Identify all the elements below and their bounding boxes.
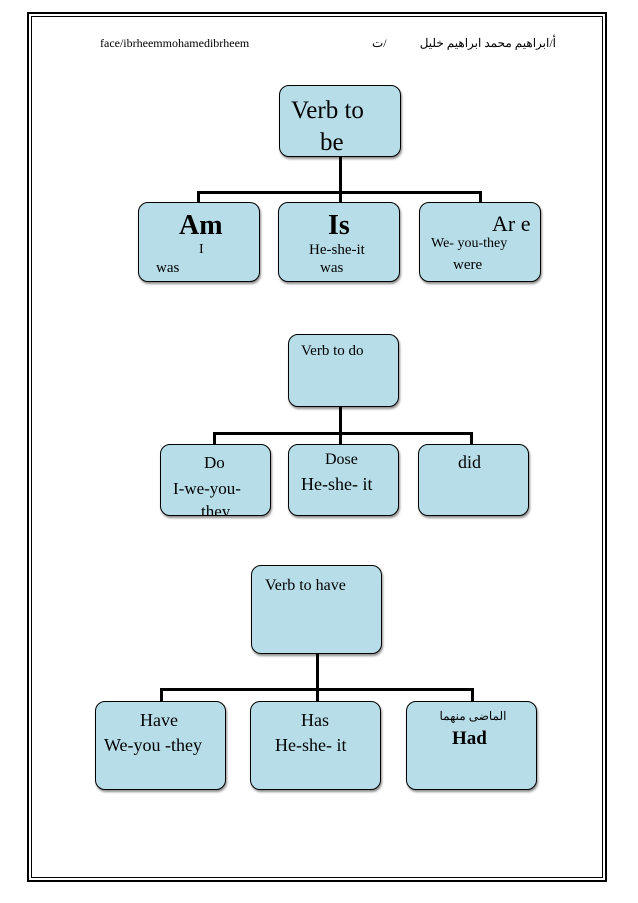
node-pronoun: We- you-they (431, 236, 508, 251)
node-title: Has (301, 710, 329, 730)
node-line: He-she- it (275, 735, 347, 755)
node-past: was (320, 260, 344, 276)
connector-drop (197, 191, 200, 205)
page-border-outer (27, 12, 607, 882)
node-title: Dose (325, 451, 358, 468)
node-are: Ar e We- you-they were (419, 202, 541, 282)
node-text: Verb to (291, 97, 364, 124)
node-title: Do (204, 453, 225, 472)
header-teacher-abbrev: ت/ (372, 36, 387, 50)
node-past: was (156, 260, 180, 276)
node-note: الماضى منهما (439, 709, 507, 723)
connector-drop (471, 688, 474, 703)
node-verb-to-do: Verb to do (288, 334, 399, 407)
node-pronoun: He-she-it (309, 242, 365, 258)
connector-bar (213, 432, 473, 435)
node-line: He-she- it (301, 474, 373, 494)
node-line: We-you -they (104, 735, 203, 755)
connector-drop (339, 432, 342, 446)
node-text: Verb to do (301, 343, 364, 359)
connector-drop (316, 688, 319, 703)
header-facebook: face/ibrheemmohamedibrheem (100, 36, 250, 50)
connector-stem (339, 155, 342, 193)
node-did: did (418, 444, 529, 516)
node-title: did (458, 452, 482, 472)
connector-drop (479, 191, 482, 205)
node-have: Have We-you -they (95, 701, 226, 790)
node-title: Am (179, 210, 223, 241)
node-am: Am I was (138, 202, 260, 282)
connector-stem (339, 405, 342, 434)
node-text: Verb to have (265, 577, 346, 594)
node-pronoun: I (199, 242, 204, 257)
connector-drop (470, 432, 473, 446)
node-line: they (201, 502, 231, 516)
node-title: Had (452, 728, 487, 749)
node-is: Is He-she-it was (278, 202, 400, 282)
node-text: be (320, 129, 344, 156)
node-verb-to-have: Verb to have (251, 565, 382, 654)
node-dose: Dose He-she- it (288, 444, 399, 516)
connector-stem (316, 652, 319, 690)
page-border-inner (31, 16, 603, 878)
node-verb-to-be: Verb to be (279, 85, 401, 157)
node-title: Is (328, 210, 350, 241)
node-title: Have (140, 710, 178, 730)
node-title: Ar e (492, 211, 531, 236)
node-had: الماضى منهما Had (406, 701, 537, 790)
connector-drop (160, 688, 163, 703)
connector-drop (339, 191, 342, 205)
node-has: Has He-she- it (250, 701, 381, 790)
node-past: were (453, 257, 483, 273)
connector-drop (213, 432, 216, 446)
header-teacher-name: أ/ابراهيم محمد ابراهيم خليل (419, 36, 556, 50)
node-do: Do I-we-you- they (160, 444, 271, 516)
node-line: I-we-you- (173, 479, 241, 498)
